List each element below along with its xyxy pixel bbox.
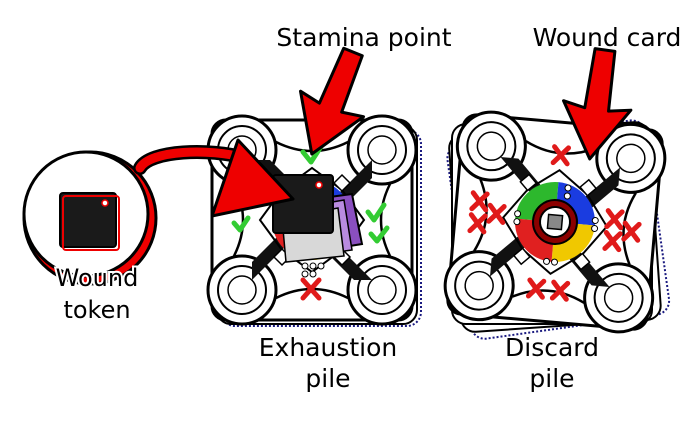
discard-pile-label-line2: pile [529,364,574,393]
check-icon-right-1 [365,202,387,223]
wound-token-label-line2: token [63,296,130,324]
check-icon-left [231,215,251,233]
wound-token-hole [101,199,109,207]
discard-pile-label-line1: Discard [505,333,599,362]
wound-token-shadow [62,195,120,251]
check-icon-right-2 [368,225,390,244]
wound-token-icon [59,192,117,248]
cross-icons [467,144,642,302]
exhaustion-pile-label-line2: pile [305,364,350,393]
wound-card-label: Wound card [533,23,682,52]
discard-pile [440,107,671,340]
placed-wound-token-hole [315,181,323,189]
discard-card-face [440,107,670,337]
stamina-point-label: Stamina point [276,23,451,52]
exhaustion-pile-label-line1: Exhaustion [259,333,398,362]
curved-arrow-head [210,138,295,218]
wound-token-label-line1: Wound [56,264,139,292]
placed-wound-token [272,174,334,234]
stamina-dots [301,262,325,278]
wound-token-group: Wound token [22,150,158,324]
cross-icon-bottom [300,277,322,301]
